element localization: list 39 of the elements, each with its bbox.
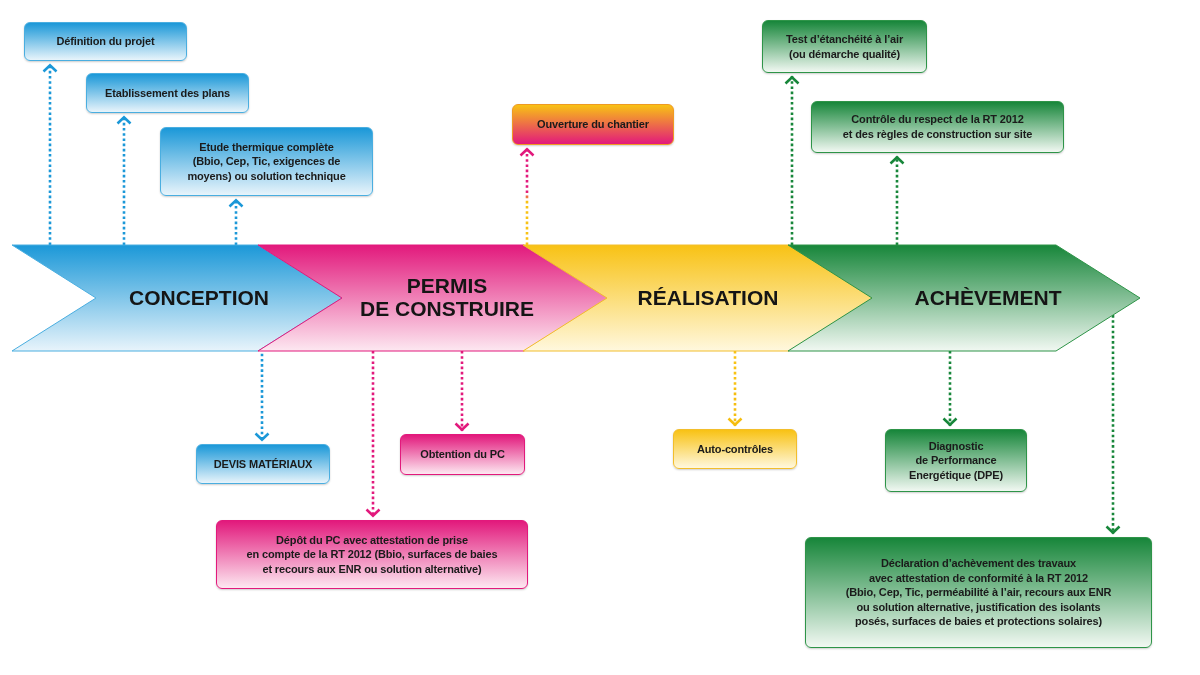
dotted-arrow [942, 351, 958, 426]
dotted-arrow [519, 148, 535, 245]
step-label: Auto-contrôles [696, 441, 774, 457]
dotted-arrow [889, 156, 905, 245]
dotted-arrow [454, 351, 470, 431]
step-box [805, 537, 1152, 648]
dotted-arrow [116, 116, 132, 245]
dotted-arrow [42, 64, 58, 245]
dotted-arrow [784, 76, 800, 245]
step-label: Dépôt du PC avec attestation de prise en compte de la RT 2012 (Bbio, surfaces de baies et recours aux ENR ou solution alternative) [246, 532, 498, 577]
step-label: Obtention du PC [420, 447, 505, 462]
step-label: Etude thermique complète (Bbio, Cep, Tic, exigences de moyens) ou solution technique [187, 139, 346, 184]
step-box [196, 444, 330, 484]
step-label: Test d’étanchéité à l’air (ou démarche qualité) [785, 32, 904, 61]
step-box [216, 520, 528, 589]
step-box [811, 101, 1064, 153]
step-label: DEVIS MATÉRIAUX [213, 456, 313, 472]
step-label: Contrôle du respect de la RT 2012 et des règles de construction sur site [842, 112, 1033, 142]
phase-label: CONCEPTION [129, 286, 269, 310]
step-box [673, 429, 797, 469]
step-box [400, 434, 525, 475]
step-label: Ouverture du chantier [537, 117, 649, 132]
phase-label: PERMIS DE CONSTRUIRE [360, 275, 534, 321]
phase-label: ACHÈVEMENT [914, 286, 1062, 310]
step-label: Etablissement des plans [105, 85, 230, 101]
step-box [160, 127, 373, 196]
step-box [24, 22, 187, 61]
dotted-arrow [727, 351, 743, 426]
step-box [885, 429, 1027, 492]
step-label: Diagnostic de Performance Energétique (DPE) [909, 438, 1003, 483]
dotted-arrow [228, 199, 244, 245]
dotted-arrow [1105, 315, 1121, 534]
step-box [762, 20, 927, 73]
step-box [512, 104, 674, 145]
step-label: Déclaration d’achèvement des travaux avec attestation de conformité à la RT 2012 (Bbio, Cep, Tic, perméabilité à l’air, recours aux ENR ou solution alternative, justification des isolants posés, surfaces de baies et protections solaires) [845, 556, 1112, 629]
dotted-arrow [365, 351, 381, 517]
step-box [86, 73, 249, 113]
phase-label: RÉALISATION [637, 286, 779, 310]
step-label: Définition du projet [56, 34, 155, 49]
